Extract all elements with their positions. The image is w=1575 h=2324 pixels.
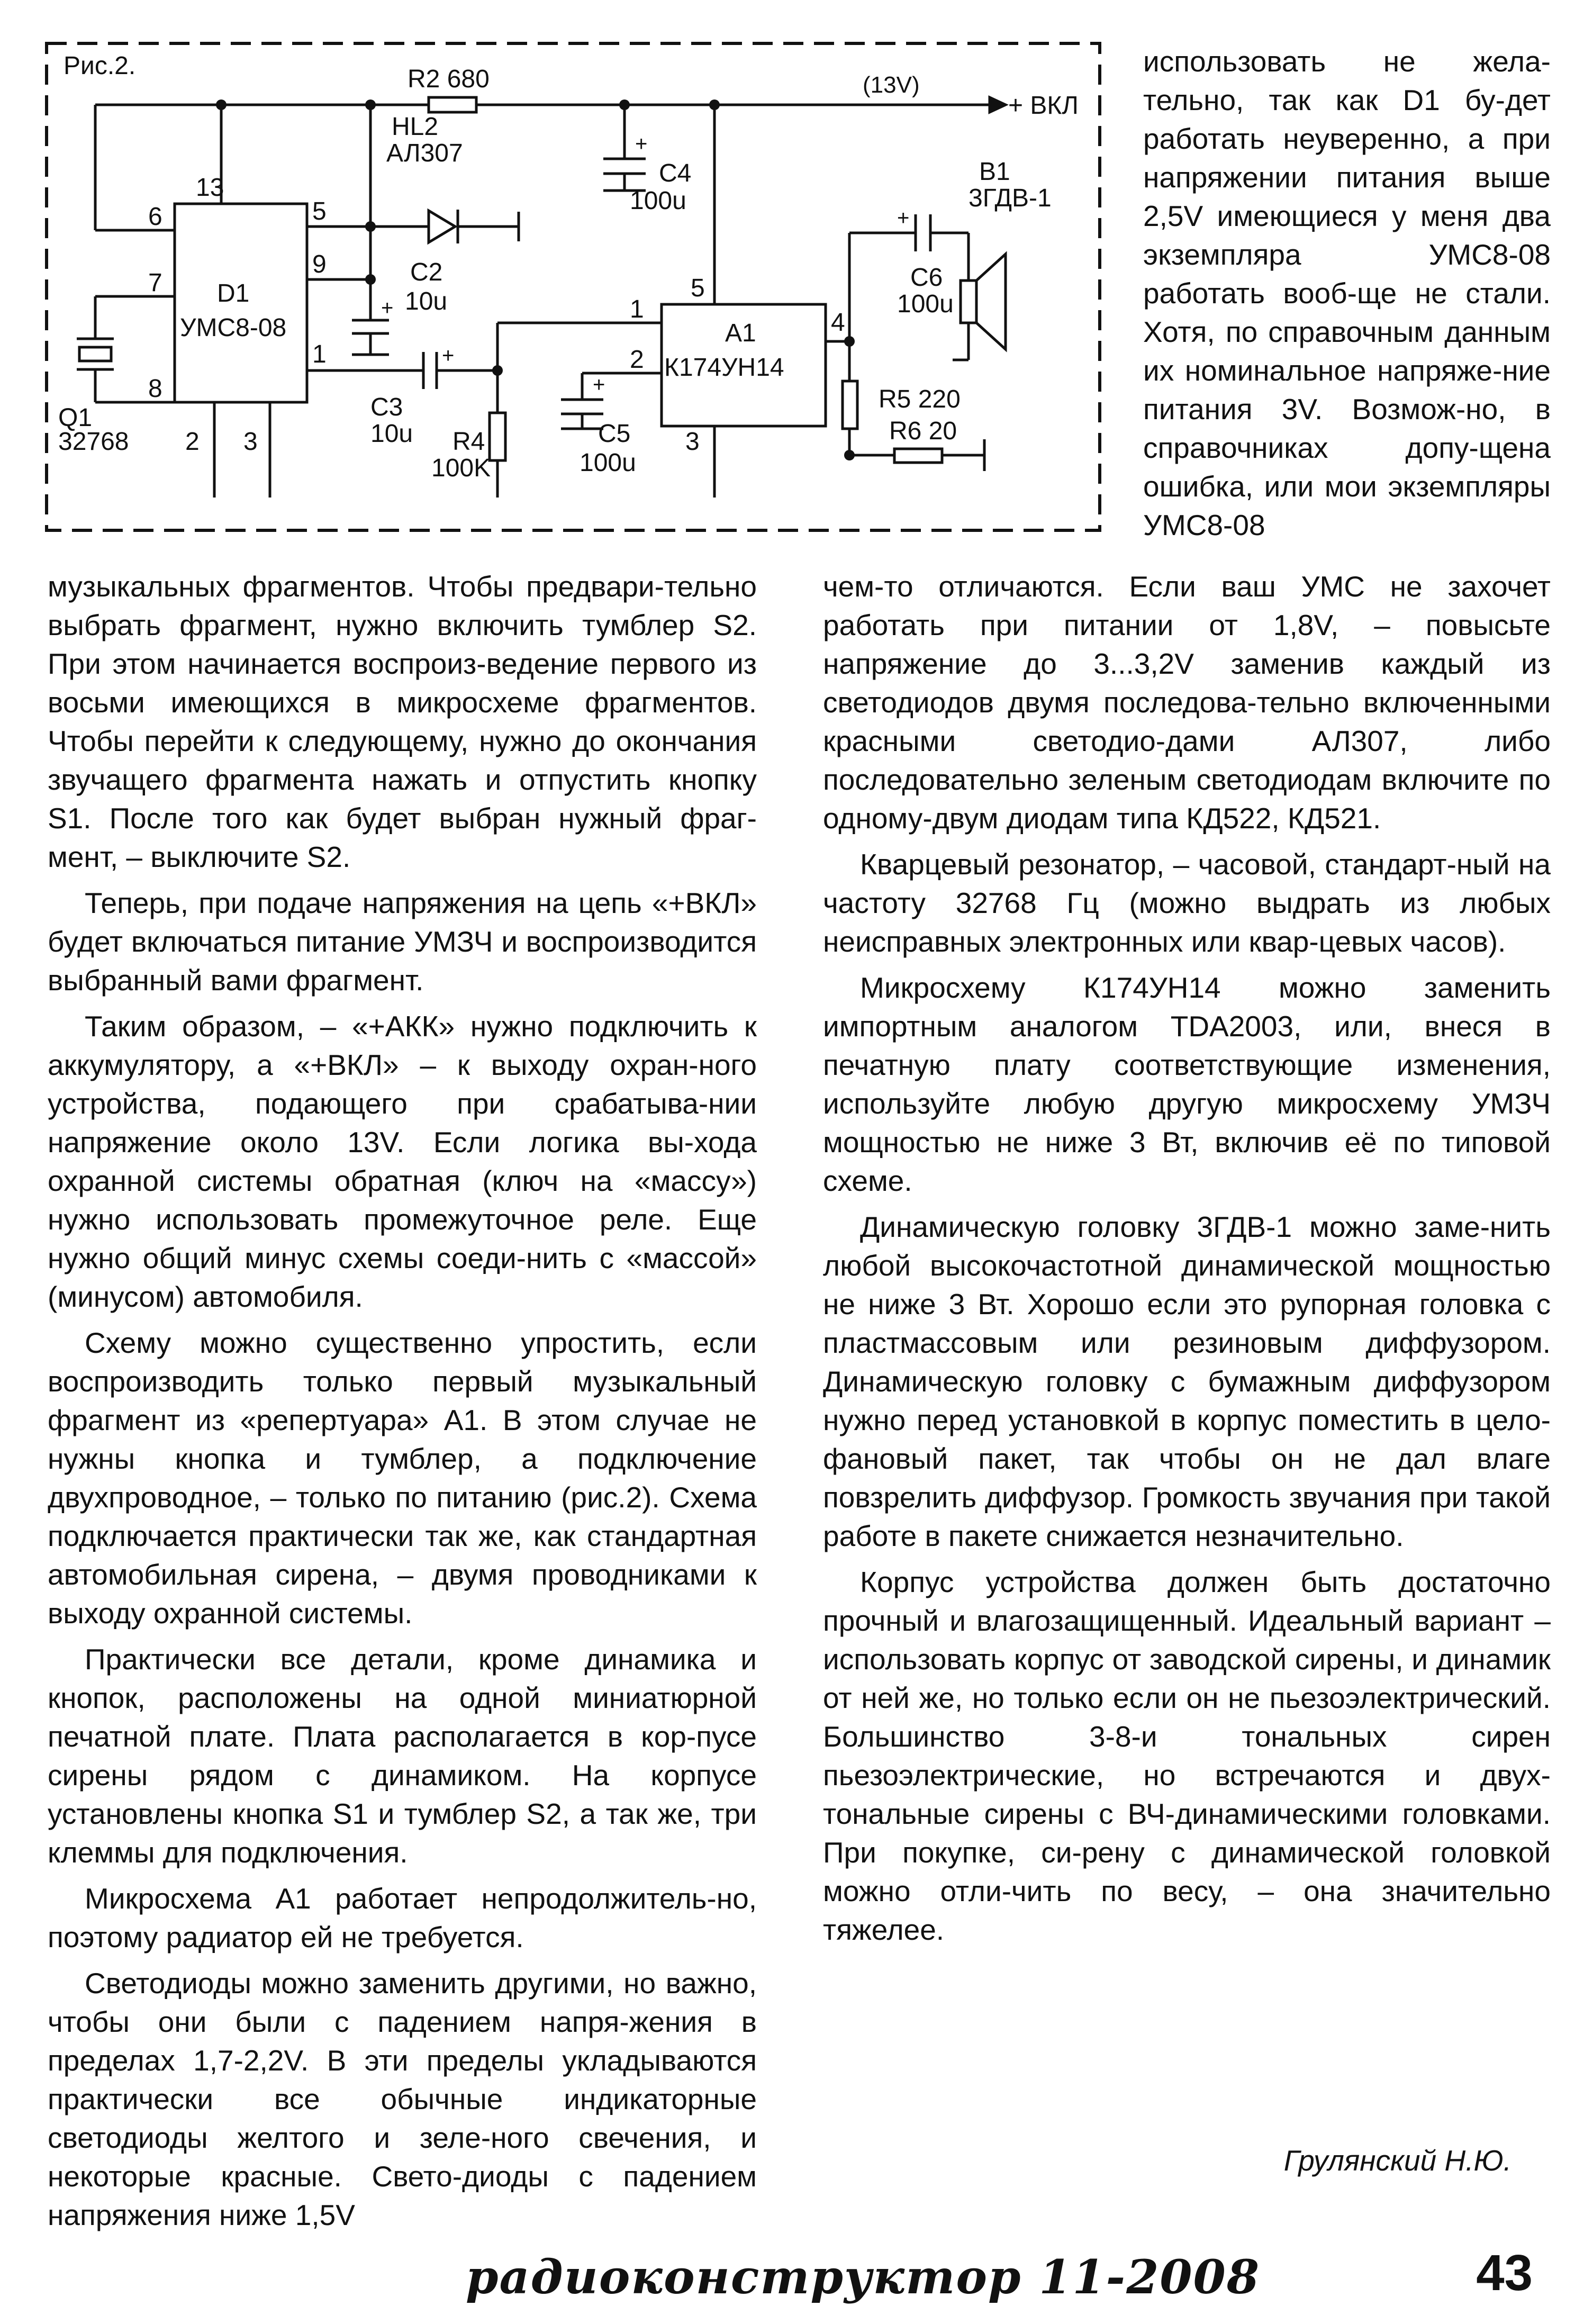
label-q1: Q1 — [58, 404, 92, 432]
label-al307: АЛ307 — [386, 139, 463, 167]
label-c6: C6 — [910, 264, 943, 292]
label-pin1a: 1 — [312, 340, 327, 368]
label-b1: B1 — [979, 158, 1010, 186]
paragraph: Теперь, при подаче напряжения на цепь «+… — [48, 887, 757, 997]
right-column: чем-то отличаются. Если ваш УМС не захоч… — [823, 567, 1551, 1957]
paragraph: Практически все детали, кроме динамика и… — [48, 1643, 757, 1869]
plus-c5: + — [593, 373, 605, 396]
label-c3: C3 — [370, 393, 403, 421]
label-pin13: 13 — [196, 174, 224, 202]
paragraph: Светодиоды можно заменить другими, но ва… — [48, 1967, 757, 2231]
label-pin6: 6 — [148, 203, 162, 231]
plus-c4: + — [635, 132, 647, 156]
left-column: музыкальных фрагментов. Чтобы предвари-т… — [48, 567, 757, 2242]
label-pin1b: 1 — [630, 295, 644, 323]
label-pin5b: 5 — [691, 274, 705, 302]
label-pin2a: 2 — [185, 428, 200, 456]
label-c4: C4 — [659, 159, 691, 187]
paragraph: музыкальных фрагментов. Чтобы предвари-т… — [48, 570, 757, 873]
label-c4-value: 100u — [630, 187, 686, 215]
label-r4-value: 100K — [431, 454, 491, 482]
label-pin5a: 5 — [312, 197, 327, 225]
magazine-footer: радиоконструктор 11-2008 — [466, 2249, 1261, 2304]
paragraph: Микросхема А1 работает непродолжитель-но… — [48, 1882, 757, 1954]
plus-c6: + — [897, 206, 909, 230]
label-pin7: 7 — [148, 269, 162, 297]
label-d1: D1 — [217, 279, 249, 308]
label-d1-type: УМС8-08 — [180, 314, 286, 342]
right-top-column: использовать не жела-тельно, так как D1 … — [1143, 42, 1551, 552]
label-c6-value: 100u — [897, 290, 954, 318]
paragraph: Таким образом, – «+АКК» нужно подключить… — [48, 1010, 757, 1313]
label-c2: C2 — [410, 258, 442, 286]
page-number: 43 — [1476, 2245, 1533, 2301]
label-r6: R6 20 — [889, 417, 957, 445]
label-b1-type: 3ГДВ-1 — [968, 184, 1052, 212]
label-c2-value: 10u — [405, 287, 447, 315]
label-hl2: HL2 — [392, 113, 438, 141]
label-c3-value: 10u — [370, 420, 413, 448]
label-r4: R4 — [452, 428, 485, 456]
label-a1-type: К174УН14 — [664, 354, 784, 382]
label-pin8: 8 — [148, 375, 162, 403]
label-r2: R2 680 — [408, 65, 490, 93]
plus-c3: + — [442, 344, 454, 367]
label-r5: R5 220 — [879, 385, 961, 413]
label-pin3b: 3 — [685, 428, 700, 456]
label-c5: C5 — [598, 420, 630, 448]
label-a1: A1 — [725, 319, 756, 347]
label-pin9: 9 — [312, 250, 327, 278]
schematic-figure: Рис.2. R2 680 (13V) + ВКЛ HL2 АЛ307 C4 1… — [45, 42, 1101, 532]
paragraph: Корпус устройства должен быть достаточно… — [823, 1566, 1551, 1946]
label-c5-value: 100u — [580, 449, 636, 477]
label-pin4: 4 — [831, 309, 845, 337]
paragraph: использовать не жела-тельно, так как D1 … — [1143, 45, 1551, 541]
label-13v: (13V) — [863, 72, 920, 98]
paragraph: Микросхему К174УН14 можно заменить импор… — [823, 971, 1551, 1197]
author-signature: Грулянский Н.Ю. — [1283, 2144, 1511, 2177]
label-pin2b: 2 — [630, 346, 644, 374]
paragraph: Схему можно существенно упростить, если … — [48, 1326, 757, 1630]
paragraph: Динамическую головку 3ГДВ-1 можно заме-н… — [823, 1210, 1551, 1552]
plus-c2: + — [381, 296, 393, 320]
paragraph: Кварцевый резонатор, – часовой, стандарт… — [823, 848, 1551, 958]
label-vkl: + ВКЛ — [1008, 92, 1079, 120]
label-q1-value: 32768 — [58, 428, 129, 456]
paragraph: чем-то отличаются. Если ваш УМС не захоч… — [823, 570, 1551, 835]
label-pin3a: 3 — [243, 428, 258, 456]
fig-caption: Рис.2. — [64, 52, 135, 80]
